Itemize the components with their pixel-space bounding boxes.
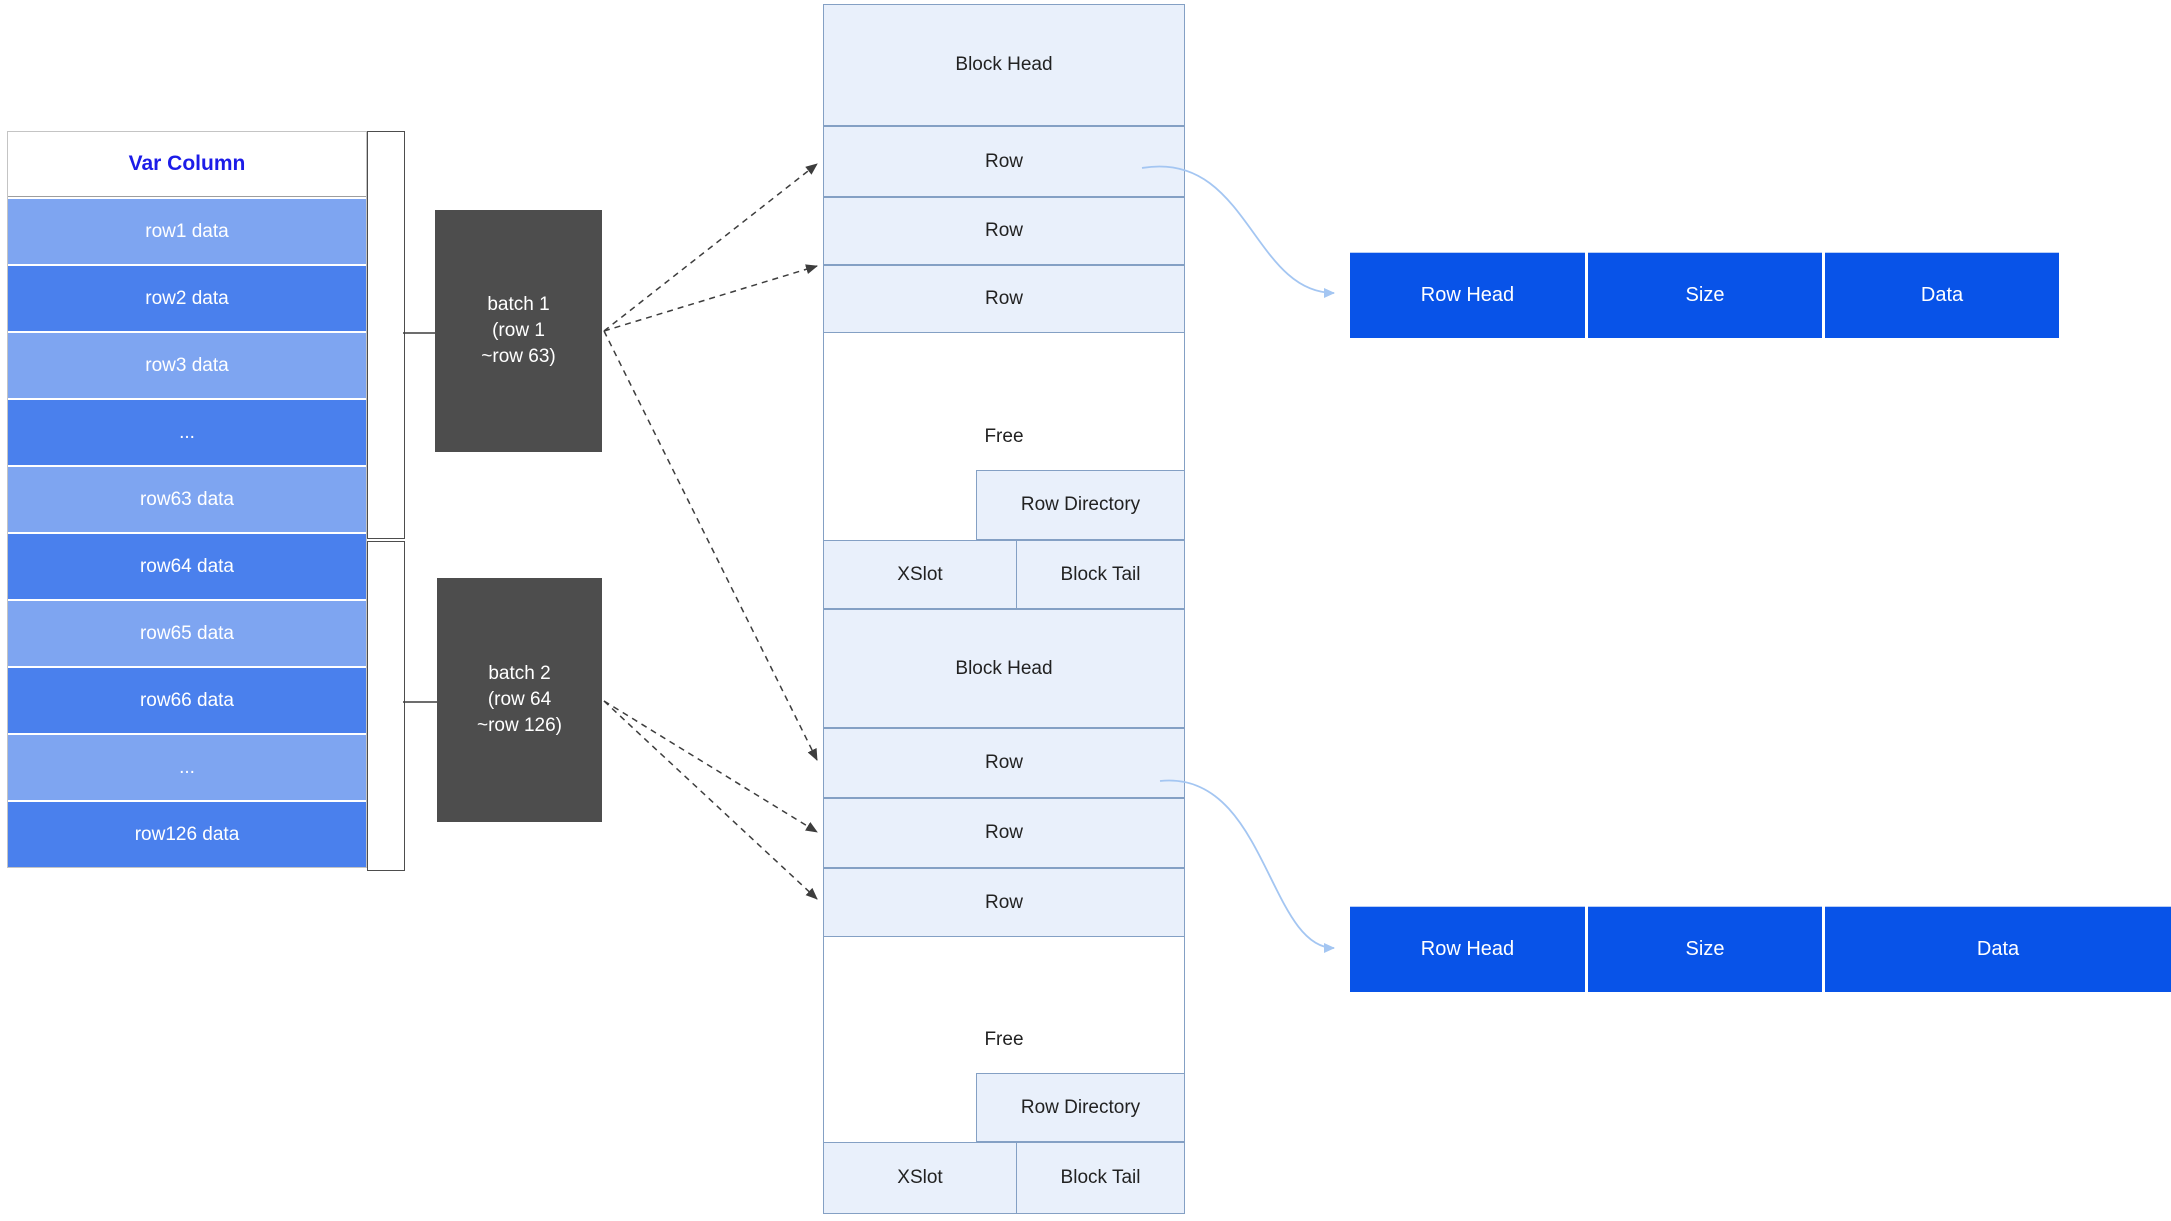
table-row: row1 data	[8, 199, 366, 264]
block2-tail: Block Tail	[1016, 1142, 1185, 1214]
strip1-row-head: Row Head	[1350, 252, 1585, 338]
batch1-line1: batch 1	[487, 294, 550, 315]
block1-row3: Row	[823, 265, 1185, 333]
arrow-batch1-block1-row1	[603, 163, 818, 332]
block1-row-directory: Row Directory	[976, 470, 1185, 540]
block2-xslot: XSlot	[823, 1142, 1017, 1214]
block1-row2: Row	[823, 197, 1185, 265]
block1-row1: Row	[823, 126, 1185, 197]
block1-tail: Block Tail	[1016, 540, 1185, 609]
var-column-header: Var Column	[8, 132, 366, 197]
block2-row3: Row	[823, 868, 1185, 937]
bracket-batch2	[367, 541, 405, 871]
batch1-line2: (row 1	[492, 320, 545, 341]
table-row: row126 data	[8, 802, 366, 867]
strip2-data: Data	[1825, 906, 2171, 992]
table-row: row65 data	[8, 601, 366, 666]
table-row-ellipsis: ...	[8, 735, 366, 800]
block2-row2: Row	[823, 798, 1185, 868]
table-row-ellipsis: ...	[8, 400, 366, 465]
arrow-batch2-block2-row3	[603, 700, 818, 900]
strip1-size: Size	[1588, 252, 1822, 338]
strip2-row-head: Row Head	[1350, 906, 1585, 992]
batch2-line2: (row 64	[487, 689, 552, 710]
var-column-table: Var Column row1 data row2 data row3 data…	[7, 131, 367, 868]
strip1-data: Data	[1825, 252, 2059, 338]
arrow-batch1-block1-row3	[603, 264, 818, 332]
block2-row1: Row	[823, 728, 1185, 798]
table-row: row64 data	[8, 534, 366, 599]
batch1-line3: ~row 63)	[481, 346, 556, 367]
block1-xslot: XSlot	[823, 540, 1017, 609]
block2-head: Block Head	[823, 609, 1185, 728]
table-row: row63 data	[8, 467, 366, 532]
table-row: row2 data	[8, 266, 366, 331]
arrow-batch2-block2-row2	[603, 700, 818, 833]
batch2-line3: ~row 126)	[476, 715, 563, 736]
batch2-line1: batch 2	[488, 663, 551, 684]
strip2-size: Size	[1588, 906, 1822, 992]
batch1-box: batch 1 (row 1 ~row 63)	[435, 210, 602, 452]
table-row: row3 data	[8, 333, 366, 398]
batch2-box: batch 2 (row 64 ~row 126)	[437, 578, 602, 822]
block2-row-directory: Row Directory	[976, 1073, 1185, 1142]
table-row: row66 data	[8, 668, 366, 733]
block1-head: Block Head	[823, 4, 1185, 126]
bracket-batch1	[367, 131, 405, 539]
arrow-block2-row1-strip2	[1159, 779, 1335, 953]
arrow-batch1-block2-row1	[603, 330, 818, 761]
